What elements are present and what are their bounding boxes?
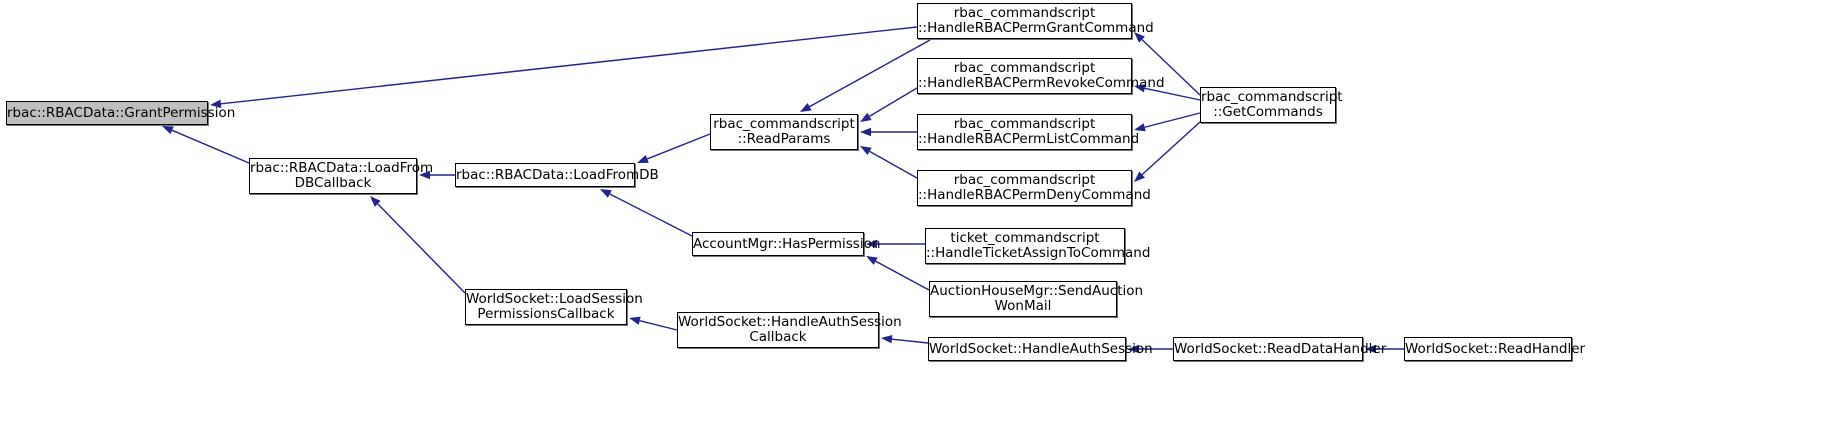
- graph-node-label: ticket_commandscript ::HandleTicketAssig…: [926, 230, 1151, 261]
- graph-edge-load_from_dbcallback-to-grant_permission: [162, 126, 250, 164]
- graph-edge-handle_list_command-to-read_params: [860, 127, 917, 137]
- graph-node-load_from_dbcallback[interactable]: rbac::RBACData::LoadFrom DBCallback: [249, 158, 434, 194]
- graph-edge-send_auction_won_mail-to-has_permission: [866, 256, 930, 291]
- graph-node-load_from_db[interactable]: rbac::RBACData::LoadFromDB: [455, 163, 659, 187]
- graph-node-label: rbac_commandscript ::HandleRBACPermGrant…: [918, 5, 1154, 36]
- graph-node-label: WorldSocket::HandleAuthSession: [929, 340, 1153, 357]
- graph-node-handle_revoke_command[interactable]: rbac_commandscript ::HandleRBACPermRevok…: [917, 58, 1165, 94]
- graph-edge-load_session_permissions_cb-to-load_from_dbcallback: [370, 196, 466, 294]
- graph-node-handle_deny_command[interactable]: rbac_commandscript ::HandleRBACPermDenyC…: [917, 170, 1151, 206]
- graph-node-handle_list_command[interactable]: rbac_commandscript ::HandleRBACPermListC…: [917, 114, 1140, 150]
- graph-node-label: rbac::RBACData::GrantPermission: [7, 104, 236, 121]
- graph-edge-handle_auth_session_cb-to-load_session_permissions_cb: [629, 316, 678, 331]
- graph-node-handle_auth_session_cb[interactable]: WorldSocket::HandleAuthSession Callback: [677, 312, 902, 348]
- graph-node-grant_permission[interactable]: rbac::RBACData::GrantPermission: [6, 101, 236, 125]
- graph-edge-get_commands-to-handle_deny_command: [1134, 121, 1201, 182]
- graph-edge-handle_auth_session-to-handle_auth_session_cb: [881, 334, 929, 344]
- graph-node-read_data_handler[interactable]: WorldSocket::ReadDataHandler: [1173, 337, 1387, 361]
- graph-node-label: rbac_commandscript ::HandleRBACPermDenyC…: [918, 172, 1151, 203]
- graph-edge-read_params-to-load_from_db: [637, 133, 711, 163]
- graph-node-label: rbac_commandscript ::ReadParams: [713, 116, 855, 147]
- graph-node-handle_grant_command[interactable]: rbac_commandscript ::HandleRBACPermGrant…: [917, 3, 1154, 39]
- graph-edge-handle_grant_command-to-read_params: [800, 39, 931, 112]
- graph-node-read_handler[interactable]: WorldSocket::ReadHandler: [1404, 337, 1586, 361]
- graph-node-get_commands[interactable]: rbac_commandscript ::GetCommands: [1200, 87, 1343, 123]
- graph-node-label: rbac_commandscript ::HandleRBACPermRevok…: [918, 60, 1165, 91]
- graph-node-label: WorldSocket::HandleAuthSession Callback: [678, 314, 902, 345]
- graph-edge-handle_deny_command-to-read_params: [860, 146, 918, 179]
- graph-node-has_permission[interactable]: AccountMgr::HasPermission: [692, 232, 881, 256]
- graph-node-handle_auth_session[interactable]: WorldSocket::HandleAuthSession: [928, 337, 1153, 361]
- graph-edge-handle_revoke_command-to-read_params: [860, 87, 918, 122]
- graph-node-load_session_permissions_cb[interactable]: WorldSocket::LoadSession PermissionsCall…: [465, 289, 643, 325]
- graph-node-read_params[interactable]: rbac_commandscript ::ReadParams: [710, 114, 858, 150]
- graph-edge-get_commands-to-handle_list_command: [1134, 112, 1201, 132]
- graph-node-send_auction_won_mail[interactable]: AuctionHouseMgr::SendAuction WonMail: [929, 281, 1144, 317]
- graph-node-label: rbac::RBACData::LoadFrom DBCallback: [250, 160, 434, 191]
- graph-node-handle_ticket_assign[interactable]: ticket_commandscript ::HandleTicketAssig…: [925, 228, 1151, 264]
- graph-node-label: rbac::RBACData::LoadFromDB: [456, 166, 659, 183]
- graph-node-label: rbac_commandscript ::HandleRBACPermListC…: [918, 116, 1140, 147]
- graph-node-label: WorldSocket::LoadSession PermissionsCall…: [466, 291, 643, 322]
- graph-edge-handle_grant_command-to-grant_permission: [210, 26, 918, 108]
- graph-node-label: rbac_commandscript ::GetCommands: [1201, 89, 1343, 120]
- graph-node-label: WorldSocket::ReadHandler: [1405, 340, 1586, 357]
- graph-node-label: AuctionHouseMgr::SendAuction WonMail: [930, 283, 1144, 314]
- graph-edge-has_permission-to-load_from_db: [600, 189, 693, 237]
- graph-node-label: WorldSocket::ReadDataHandler: [1174, 340, 1387, 357]
- graph-node-label: AccountMgr::HasPermission: [693, 235, 881, 252]
